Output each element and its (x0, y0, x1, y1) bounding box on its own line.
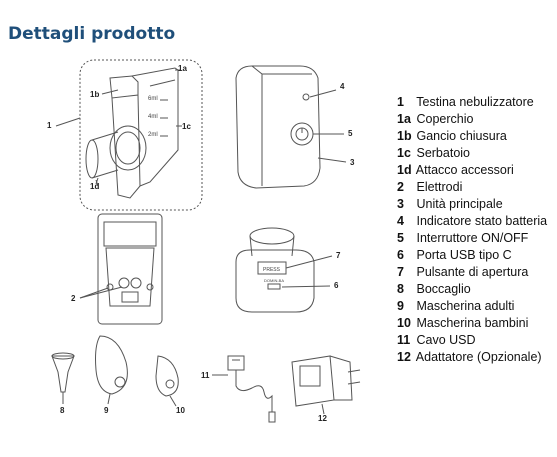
brand-label: DOMIN-BA (264, 278, 284, 283)
legend-label: Adattatore (Opzionale) (415, 350, 542, 364)
callout-10: 10 (176, 406, 185, 415)
legend-label: Gancio chiusura (416, 129, 507, 143)
callout-2: 2 (71, 294, 76, 303)
adult-mask-drawing (95, 335, 128, 395)
legend-number: 1 (397, 95, 404, 109)
legend-number: 9 (397, 299, 404, 313)
legend-item: 9 Mascherina adulti (397, 298, 555, 315)
callout-1c: 1c (182, 122, 191, 131)
press-label: PRESS (263, 267, 281, 273)
callout-8: 8 (60, 406, 65, 415)
legend-label: Boccaglio (416, 282, 471, 296)
callout-1: 1 (47, 121, 52, 130)
legend-label: Testina nebulizzatore (416, 95, 534, 109)
callout-9: 9 (104, 406, 109, 415)
legend-item: 1d Attacco accessori (397, 162, 555, 179)
legend-number: 8 (397, 282, 404, 296)
callout-1b: 1b (90, 90, 100, 99)
legend-label: Coperchio (416, 112, 474, 126)
legend-number: 6 (397, 248, 404, 262)
callout-5: 5 (348, 129, 353, 138)
legend-item: 6 Porta USB tipo C (397, 247, 555, 264)
legend-item: 12 Adattatore (Opzionale) (397, 349, 555, 366)
legend-label: Elettrodi (416, 180, 463, 194)
unit-bottom-view-drawing (235, 227, 333, 313)
legend-item: 3 Unità principale (397, 196, 555, 213)
back-view-drawing (79, 213, 163, 325)
callout-12: 12 (318, 414, 327, 423)
legend-item: 4 Indicatore stato batteria (397, 213, 555, 230)
usb-cable-drawing (212, 355, 276, 423)
legend-label: Serbatoio (416, 146, 470, 160)
legend-label: Mascherina bambini (416, 316, 529, 330)
page-title: Dettagli prodotto (8, 24, 176, 44)
legend-label: Mascherina adulti (416, 299, 515, 313)
adapter-drawing (291, 355, 361, 415)
tank-mark-6ml: 6ml (148, 96, 158, 102)
legend-number: 2 (397, 180, 404, 194)
legend-number: 1d (397, 163, 412, 177)
callout-7: 7 (336, 251, 341, 260)
legend-item: 11 Cavo USD (397, 332, 555, 349)
tank-mark-2ml: 2ml (148, 132, 158, 138)
main-unit-front-drawing (235, 65, 347, 189)
legend-number: 1c (397, 146, 411, 160)
callout-1a: 1a (178, 64, 187, 73)
nebulizer-head-drawing (85, 67, 179, 199)
legend-label: Unità principale (416, 197, 503, 211)
parts-legend: 1 Testina nebulizzatore 1a Coperchio 1b … (397, 94, 555, 366)
legend-number: 10 (397, 316, 411, 330)
legend-number: 12 (397, 350, 411, 364)
legend-item: 10 Mascherina bambini (397, 315, 555, 332)
callout-1d: 1d (90, 182, 100, 191)
legend-number: 1a (397, 112, 411, 126)
legend-item: 1b Gancio chiusura (397, 128, 555, 145)
legend-number: 4 (397, 214, 404, 228)
child-mask-drawing (155, 355, 179, 397)
callout-4: 4 (340, 82, 345, 91)
mouthpiece-drawing (51, 352, 75, 393)
legend-label: Porta USB tipo C (416, 248, 512, 262)
legend-item: 8 Boccaglio (397, 281, 555, 298)
callout-11: 11 (201, 371, 210, 380)
legend-item: 1 Testina nebulizzatore (397, 94, 555, 111)
legend-label: Interruttore ON/OFF (416, 231, 529, 245)
legend-number: 1b (397, 129, 412, 143)
legend-item: 1a Coperchio (397, 111, 555, 128)
nebulizer-head-frame (79, 59, 203, 211)
legend-label: Cavo USD (416, 333, 476, 347)
legend-item: 2 Elettrodi (397, 179, 555, 196)
legend-number: 7 (397, 265, 404, 279)
legend-label: Attacco accessori (415, 163, 514, 177)
legend-label: Pulsante di apertura (416, 265, 529, 279)
legend-item: 1c Serbatoio (397, 145, 555, 162)
callout-6: 6 (334, 281, 339, 290)
legend-item: 5 Interruttore ON/OFF (397, 230, 555, 247)
legend-number: 11 (397, 333, 411, 347)
legend-item: 7 Pulsante di apertura (397, 264, 555, 281)
tank-mark-4ml: 4ml (148, 114, 158, 120)
legend-label: Indicatore stato batteria (416, 214, 548, 228)
legend-number: 5 (397, 231, 404, 245)
callout-3: 3 (350, 158, 355, 167)
legend-number: 3 (397, 197, 404, 211)
